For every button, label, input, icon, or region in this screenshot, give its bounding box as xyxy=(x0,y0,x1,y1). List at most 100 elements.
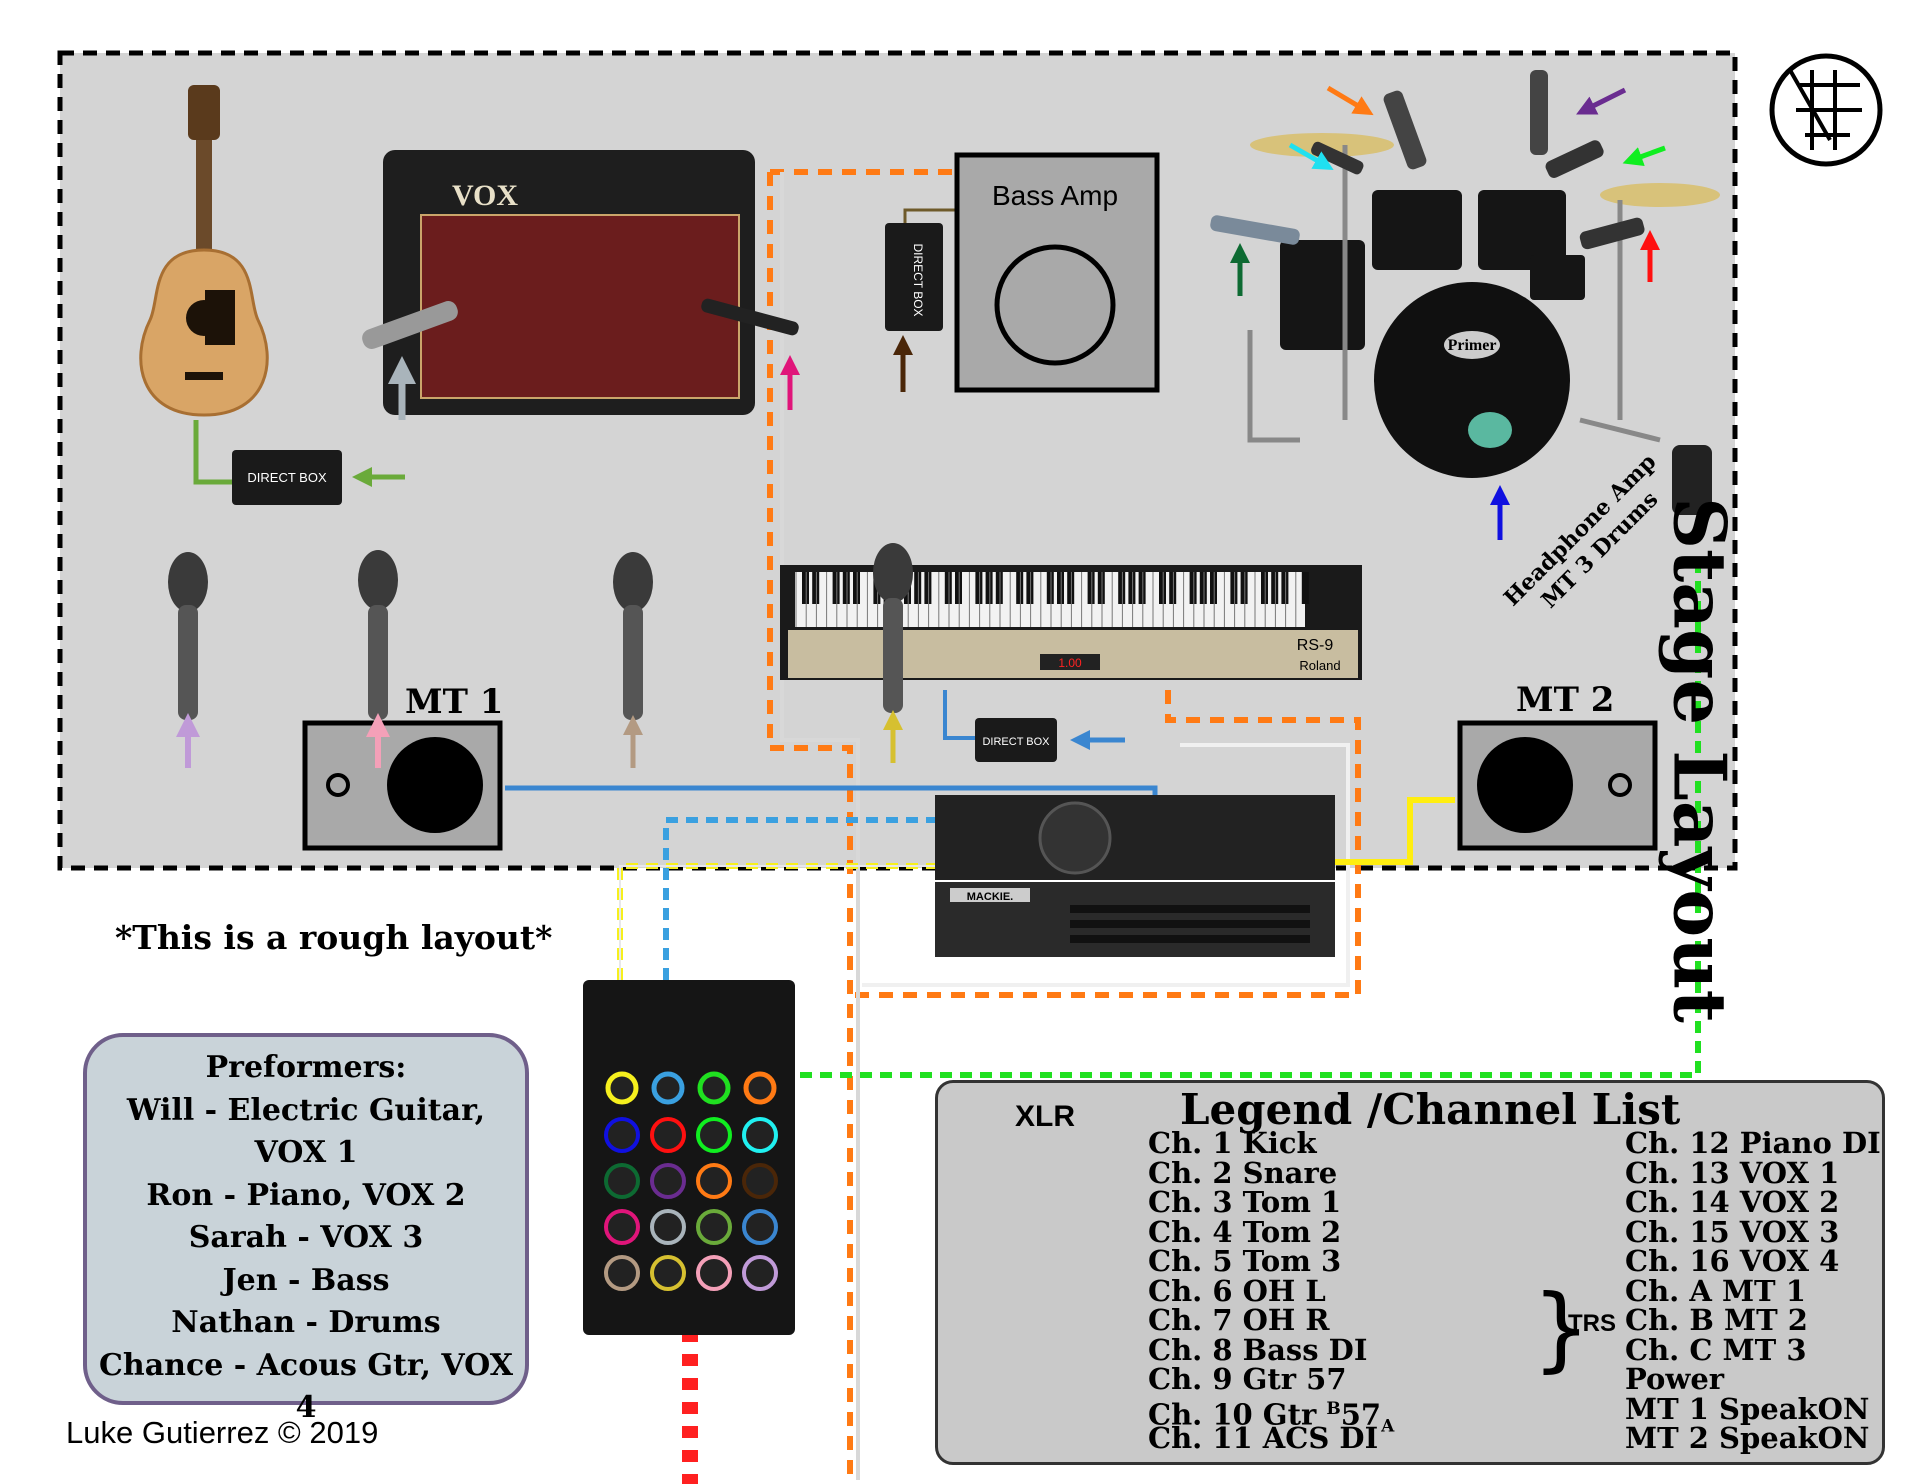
keyboard-black-key xyxy=(924,572,932,604)
legend-entry-left: Ch. 9 Gtr 57 xyxy=(1148,1364,1347,1394)
snake-xlr-jack xyxy=(604,1209,640,1245)
keyboard-black-key xyxy=(853,572,860,604)
keyboard-black-key xyxy=(1118,572,1126,604)
headphone-amp xyxy=(1672,445,1712,515)
legend-box xyxy=(935,1080,1885,1465)
keyboard-black-key xyxy=(944,572,952,604)
snake-trs-jack xyxy=(697,1071,731,1105)
keyboard-black-key xyxy=(995,572,1003,604)
keyboard-black-key xyxy=(914,572,922,604)
acoustic-direct-box: DIRECT BOX xyxy=(232,450,342,505)
keyboard-black-key xyxy=(1301,572,1309,604)
legend-entry-left: Ch. 5 Tom 3 xyxy=(1148,1246,1341,1276)
legend-entry-right: Ch. 15 VOX 3 xyxy=(1625,1217,1839,1247)
monitor-mt2 xyxy=(1457,720,1658,851)
keyboard-black-key xyxy=(1016,572,1024,604)
power-cable-2 xyxy=(852,690,1361,998)
svg-text:MACKIE.: MACKIE. xyxy=(967,891,1013,903)
legend-entry-left: Ch. 2 Snare xyxy=(1148,1158,1337,1188)
snake-xlr-jack xyxy=(650,1209,686,1245)
legend-entry-right: MT 2 SpeakON xyxy=(1625,1423,1869,1453)
piano-di-cable xyxy=(943,690,975,740)
bass-amp: Bass Amp xyxy=(954,152,1160,393)
performer-line: Sarah - VOX 3 xyxy=(188,1220,424,1255)
drum-microphones xyxy=(1210,70,1645,448)
legend-entry-left: Ch. 10 Gtr B57A xyxy=(1148,1394,1394,1441)
mt2-label: MT 2 xyxy=(1516,680,1615,720)
legend-entry-right: Ch. 12 Piano DI xyxy=(1625,1128,1881,1158)
performer-line: Ron - Piano, VOX 2 xyxy=(146,1177,466,1213)
legend-entry-left: Ch. 4 Tom 2 xyxy=(1148,1217,1341,1247)
trs-c-cable xyxy=(740,560,1701,1078)
keyboard-black-key xyxy=(1097,572,1105,604)
input-arrows xyxy=(176,85,1666,768)
snake-xlr-jack xyxy=(650,1163,686,1199)
vocal-mic-1 xyxy=(168,552,208,720)
performers-box: Preformers: Will - Electric Guitar, VOX … xyxy=(83,1033,529,1425)
snake-xlr-jack xyxy=(696,1209,732,1245)
legend-entry-label: Ch. A MT 1 xyxy=(1625,1273,1806,1308)
snake-xlr-jack xyxy=(696,1163,732,1199)
logo-emblem xyxy=(1769,53,1883,167)
keyboard-black-key xyxy=(1067,572,1075,604)
legend-entry-left: Ch. 1 Kick xyxy=(1148,1128,1317,1158)
snake-xlr-jack xyxy=(742,1117,778,1153)
vocal-mic-4 xyxy=(873,543,913,713)
legend-entry-label: Ch. 3 Tom 1 xyxy=(1148,1185,1342,1219)
legend-entry-label: Ch. 14 VOX 2 xyxy=(1625,1185,1840,1219)
legend-entry-label: Ch. 16 VOX 4 xyxy=(1625,1244,1840,1278)
keyboard-black-key xyxy=(1169,572,1177,604)
svg-text:DIRECT BOX: DIRECT BOX xyxy=(982,736,1050,748)
stage-snake-box xyxy=(583,980,795,1335)
legend-entry-left: Ch. 3 Tom 1 xyxy=(1148,1187,1341,1217)
keyboard-black-key xyxy=(1230,572,1238,604)
rough-layout-note: *This is a rough layout* xyxy=(115,918,553,957)
legend-entry-right: Ch. A MT 1 xyxy=(1625,1276,1806,1306)
legend-entry-left: Ch. 11 ACS DI xyxy=(1148,1423,1378,1453)
legend-trs-label: TRS xyxy=(1568,1310,1616,1337)
monitor-mt1 xyxy=(302,720,503,851)
keyboard-black-key xyxy=(812,572,820,604)
snake-xlr-jack xyxy=(696,1117,732,1153)
legend-entry-label: Ch. 10 Gtr xyxy=(1148,1397,1327,1432)
svg-text:Roland: Roland xyxy=(1299,658,1340,673)
snake-xlr-jack xyxy=(696,1255,732,1291)
performer-line: Will - Electric Guitar, xyxy=(126,1092,486,1128)
legend-entry-right: Ch. 16 VOX 4 xyxy=(1625,1246,1839,1276)
keyboard-black-key xyxy=(1046,572,1054,604)
credit: Luke Gutierrez © 2019 xyxy=(66,1415,379,1450)
legend-entry-label: Ch. 4 Tom 2 xyxy=(1148,1214,1342,1249)
ch10-cable xyxy=(780,172,860,1480)
legend-entry-right: Ch. C MT 3 xyxy=(1625,1335,1807,1365)
snake-xlr-jack xyxy=(604,1117,640,1153)
svg-text:DIRECT BOX: DIRECT BOX xyxy=(911,243,925,316)
piano-direct-box: DIRECT BOX xyxy=(975,718,1057,762)
snake-xlr-jack xyxy=(650,1117,686,1153)
legend-entry-label: Ch. 8 Bass DI xyxy=(1148,1332,1368,1367)
legend-entry-sub: A xyxy=(1381,1415,1395,1436)
drum-kit: Primer xyxy=(1247,133,1720,478)
acoustic-guitar xyxy=(139,85,269,417)
mt1-label: MT 1 xyxy=(405,682,504,722)
legend-entry-label: Ch. 5 Tom 3 xyxy=(1148,1244,1342,1278)
legend-entry-right: Power xyxy=(1625,1364,1724,1394)
snake-xlr-jack xyxy=(604,1163,640,1199)
snake-xlr-jack xyxy=(742,1209,778,1245)
legend-entry-label: Ch. 11 ACS DI xyxy=(1148,1421,1379,1455)
keyboard-black-key xyxy=(1271,572,1279,604)
legend-entry-label: Ch. 9 Gtr 57 xyxy=(1148,1362,1347,1396)
performer-line: Chance - Acous Gtr, VOX 4 xyxy=(99,1347,513,1426)
legend-entry-label: Ch. 12 Piano DI xyxy=(1625,1126,1881,1160)
svg-text:VOX: VOX xyxy=(452,179,518,212)
keyboard-black-key xyxy=(1189,572,1197,604)
vocal-mic-2 xyxy=(358,550,398,720)
legend-title: Legend /Channel List xyxy=(1180,1085,1681,1134)
legend-entry-label: Ch. 7 OH R xyxy=(1148,1303,1330,1337)
keyboard-black-key xyxy=(1138,572,1146,604)
legend-xlr-heading: XLR xyxy=(1015,1100,1075,1133)
page-title: Stage Layout xyxy=(1657,497,1743,1023)
keyboard-black-key xyxy=(955,572,962,604)
keyboard-black-key xyxy=(985,572,993,604)
legend-entry-label-end: 57 xyxy=(1340,1397,1382,1432)
